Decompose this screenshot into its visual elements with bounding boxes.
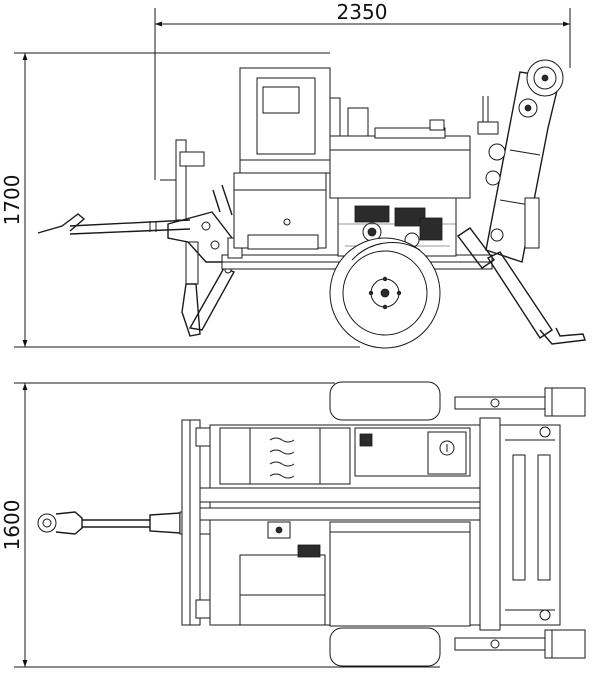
box-top: [239, 521, 326, 626]
dimension-height-label: 1700: [0, 175, 24, 226]
top-view: [37, 381, 586, 667]
dimension-length-label: 2350: [337, 0, 388, 24]
engine-top: [354, 427, 471, 477]
dimension-height: 1700: [0, 52, 360, 348]
side-view: [37, 59, 586, 349]
dimension-length: 2350: [154, 0, 571, 180]
outrigger-top-lower: [454, 629, 586, 659]
outrigger-top-upper: [454, 387, 586, 417]
dimension-width: 1600: [0, 382, 440, 668]
wheel-top-lower: [329, 627, 441, 667]
control-cabinet-side: [239, 67, 341, 174]
drum-top: [219, 427, 351, 485]
cabinet-top: [329, 521, 471, 627]
wheel-side: [329, 237, 441, 349]
tow-bar-side: [37, 213, 191, 235]
front-stand-side: [456, 227, 586, 345]
wheel-top-upper: [329, 381, 441, 421]
boom-side: [477, 59, 564, 263]
front-jack-side: [160, 139, 205, 337]
drum-box-side: [233, 172, 327, 250]
hitch-frame-side: [167, 184, 233, 263]
rear-frame-top: [479, 417, 561, 631]
engine-side: [329, 107, 471, 257]
dimension-width-label: 1600: [0, 500, 24, 551]
